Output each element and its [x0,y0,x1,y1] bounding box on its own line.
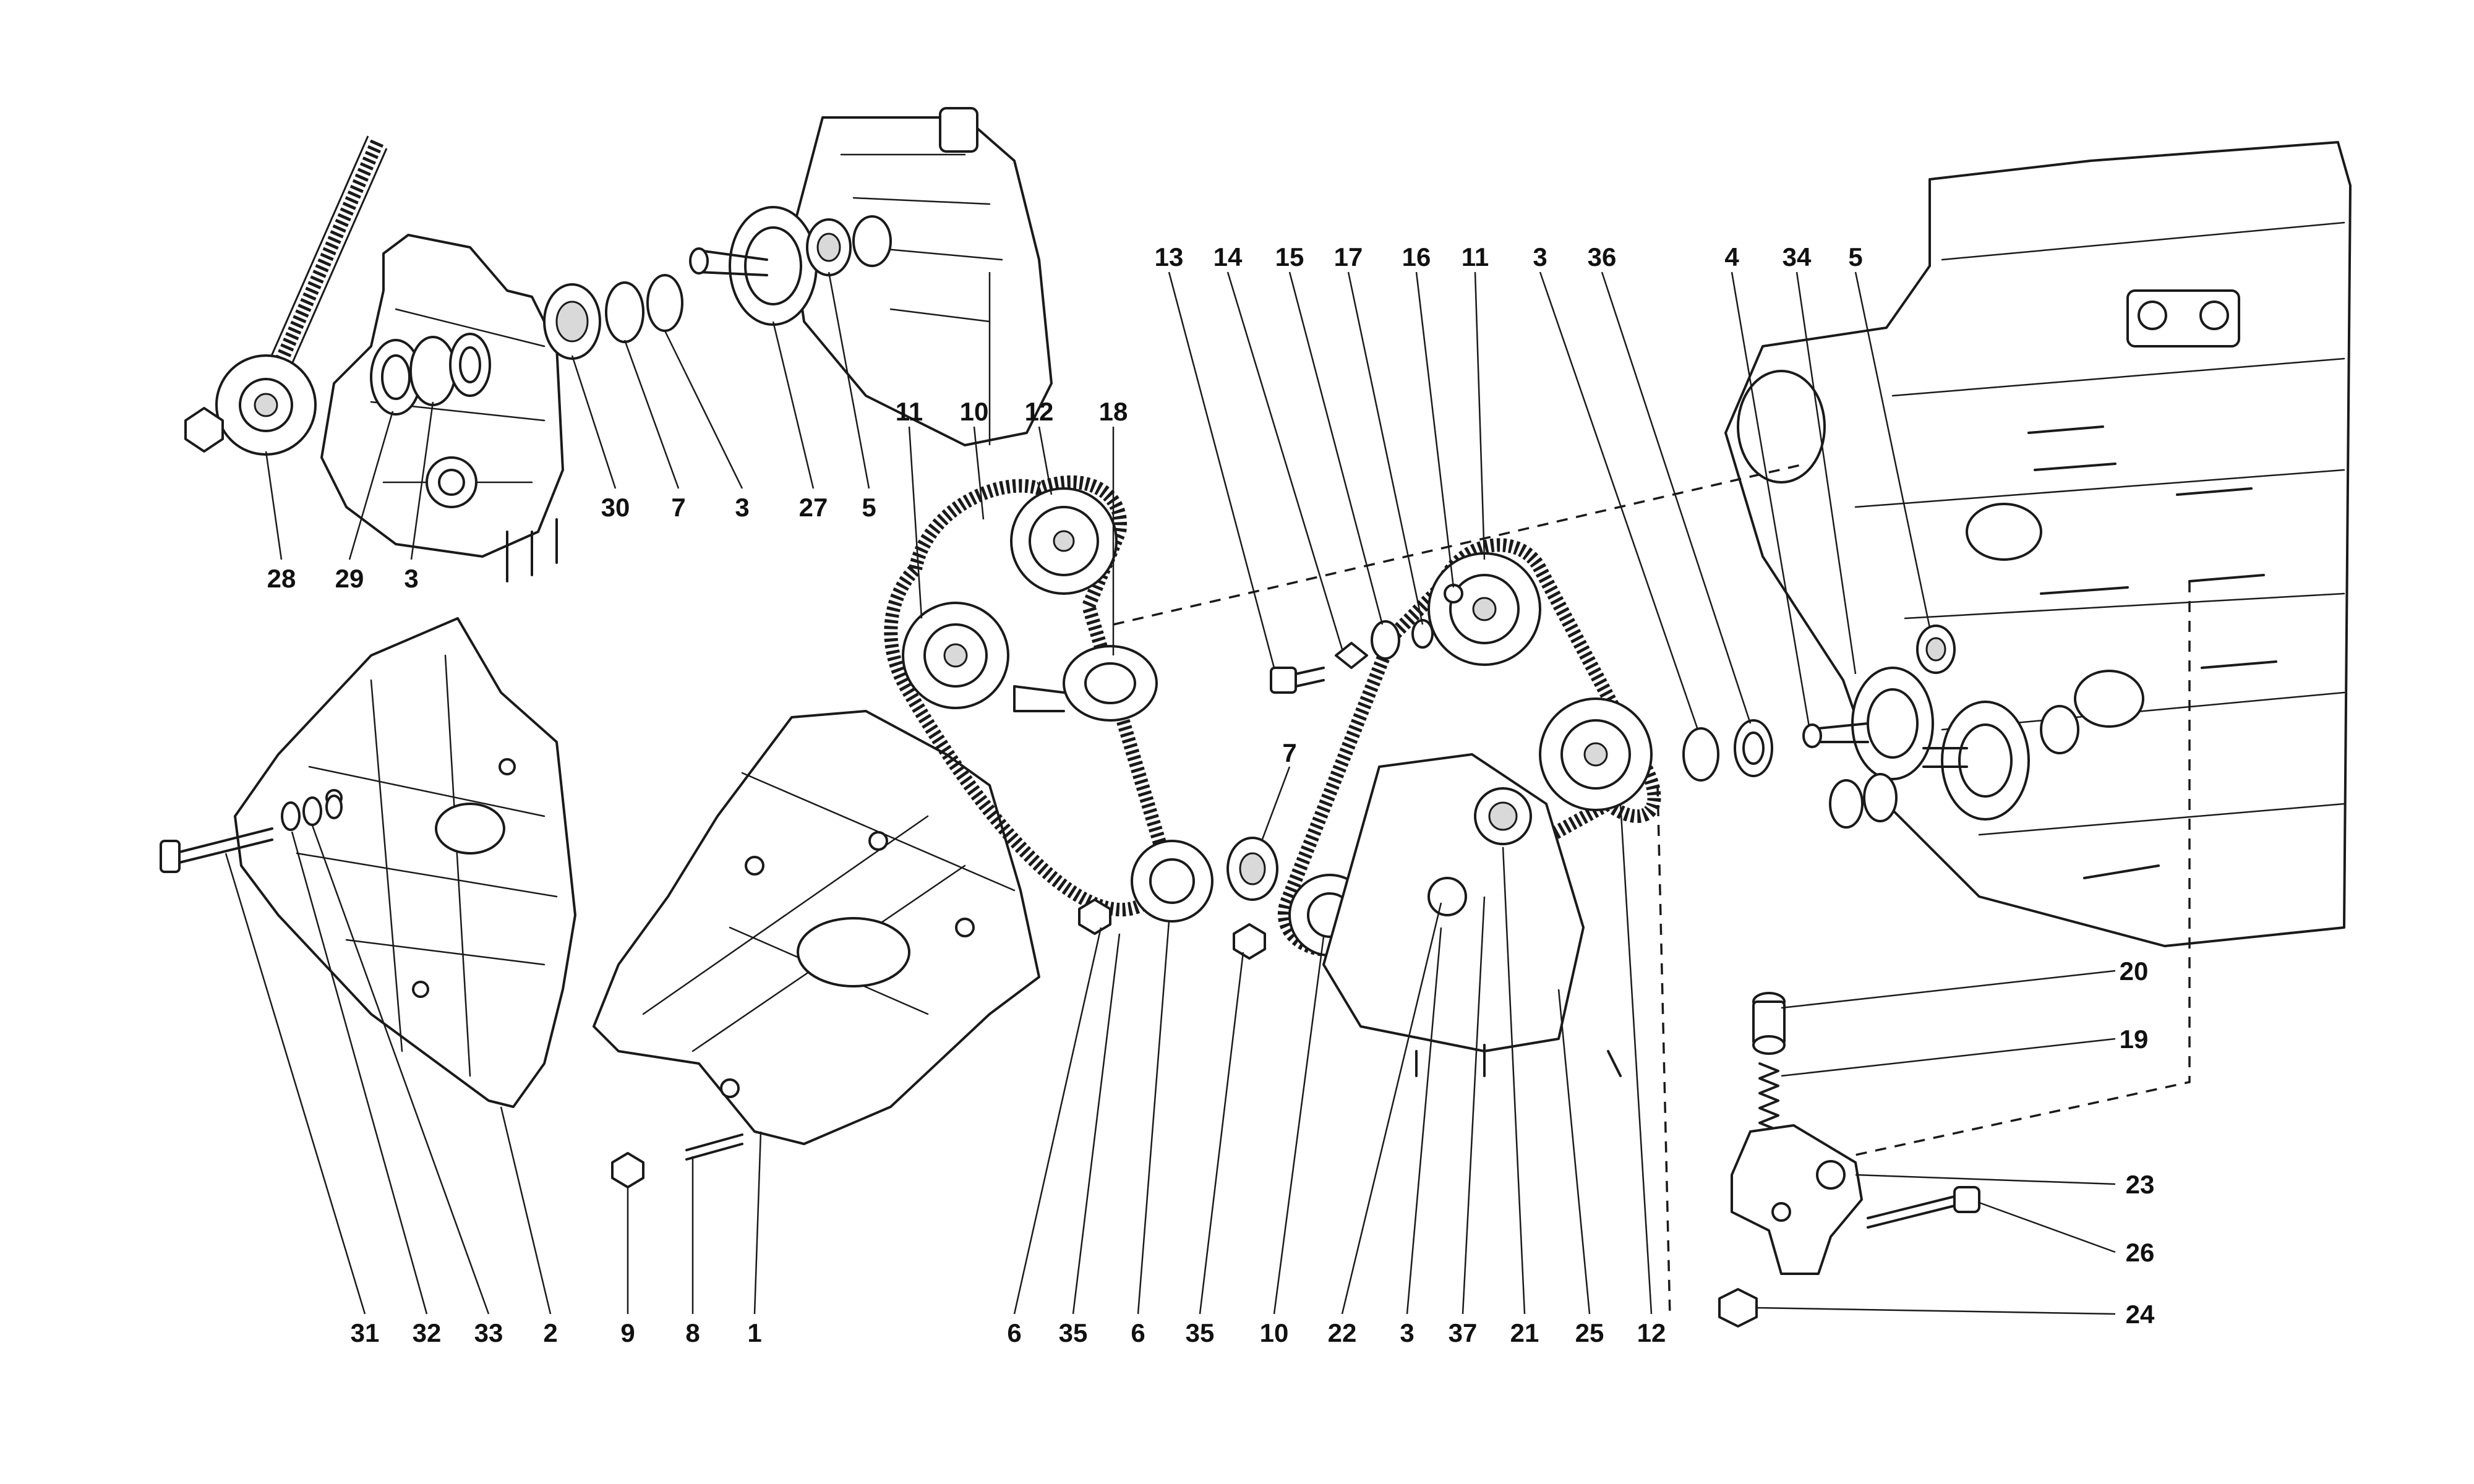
callout-23: 23 [2126,1170,2155,1199]
callout-6: 6 [1131,1318,1145,1347]
callout-10: 10 [1260,1318,1289,1347]
callout-6: 6 [1007,1318,1021,1347]
callout-30: 30 [601,493,630,522]
rear-timing-cover [160,617,576,1315]
callout-25: 25 [1575,1318,1604,1347]
callout-3: 3 [404,564,418,593]
callout-20: 20 [2120,957,2149,986]
callout-3: 3 [735,493,749,522]
callout-7: 7 [671,493,685,522]
callout-19: 19 [2120,1025,2149,1054]
callout-4: 4 [1724,242,1739,271]
timing-belt-system [884,271,1661,1315]
callout-10: 10 [960,397,989,426]
callout-7: 7 [1282,738,1296,767]
callout-35: 35 [1059,1318,1088,1347]
callout-3: 3 [1400,1318,1414,1347]
callout-labels: 28 29 3 30 7 3 27 5 11 10 12 18 13 14 15… [267,242,2155,1347]
callout-11: 11 [1462,242,1489,271]
callout-27: 27 [799,493,828,522]
callout-21: 21 [1510,1318,1539,1347]
callout-17: 17 [1334,242,1363,271]
callout-12: 12 [1025,397,1054,426]
right-cylinder-head-assembly [1539,141,2352,947]
callout-8: 8 [685,1318,700,1347]
callout-26: 26 [2126,1238,2155,1267]
callout-12: 12 [1637,1318,1666,1347]
callout-16: 16 [1402,242,1431,271]
callout-32: 32 [413,1318,442,1347]
callout-37: 37 [1449,1318,1478,1347]
callout-11: 11 [896,397,923,426]
callout-2: 2 [543,1318,557,1347]
callout-5: 5 [1848,242,1862,271]
left-cam-drive-assembly [184,107,1053,582]
callout-31: 31 [351,1318,380,1347]
callout-5: 5 [862,493,876,522]
callout-35: 35 [1186,1318,1215,1347]
front-timing-cover [593,710,1040,1315]
alignment-dashed-lines [1113,463,2191,1318]
callout-36: 36 [1588,242,1617,271]
callout-18: 18 [1099,397,1128,426]
callout-29: 29 [335,564,364,593]
callout-1: 1 [747,1318,761,1347]
callout-13: 13 [1155,242,1184,271]
callout-14: 14 [1213,242,1243,271]
callout-33: 33 [474,1318,503,1347]
callout-22: 22 [1328,1318,1357,1347]
belt-tensioner-assembly [1718,970,2116,1328]
callout-34: 34 [1783,242,1812,271]
callout-9: 9 [620,1318,635,1347]
callout-15: 15 [1275,242,1304,271]
callout-28: 28 [267,564,296,593]
callout-3: 3 [1533,242,1547,271]
callout-24: 24 [2126,1300,2155,1329]
